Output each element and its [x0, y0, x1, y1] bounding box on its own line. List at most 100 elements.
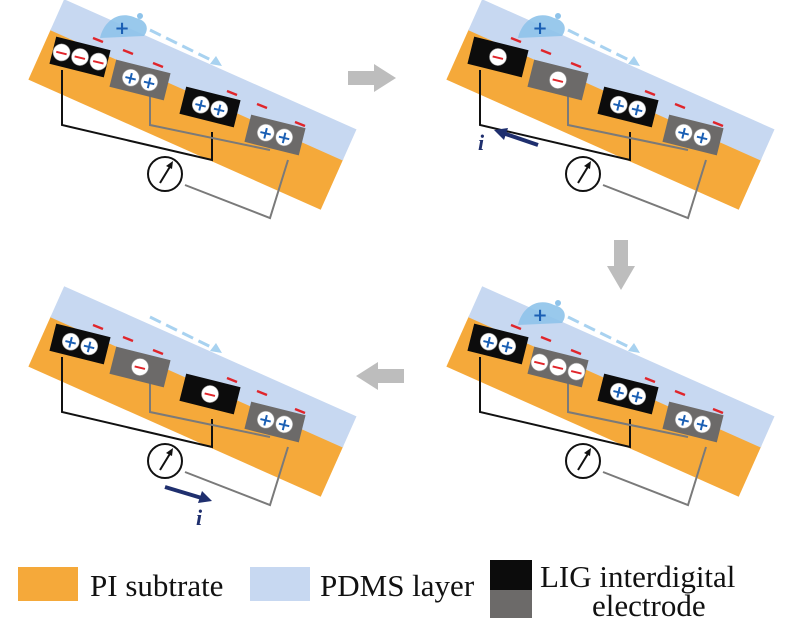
flow-arrow-head [628, 56, 640, 66]
surface-negative-charge [674, 389, 686, 397]
charge-circle [191, 95, 210, 114]
panel-bottom-right: +++−−−++++ [446, 286, 775, 507]
electrode-body [109, 59, 171, 101]
surface-negative-charge [92, 36, 104, 44]
charge-circle [61, 332, 80, 351]
electrode-body [662, 401, 724, 443]
electrode-black: ++ [597, 86, 659, 128]
charge-circle [256, 123, 275, 142]
charge-circle [549, 71, 567, 89]
current-arrow-head [198, 491, 212, 503]
charge-circle [275, 128, 294, 147]
charge-circle [275, 415, 294, 434]
positive-charge-sign: + [210, 99, 229, 122]
negative-charge-sign: − [548, 357, 567, 380]
charge-circle [489, 48, 507, 66]
electrode-black: ++ [179, 86, 241, 128]
electrode-body [49, 323, 111, 365]
surface-negative-charge [294, 407, 306, 415]
electrode-gray: ++ [662, 114, 724, 156]
electrode-body [597, 373, 659, 415]
positive-charge-sign: + [674, 409, 693, 432]
flow-arrow-icon [149, 28, 216, 64]
gray-wire-lower [184, 446, 289, 507]
flow-arrow-head [210, 56, 222, 66]
legend: PI subtrate PDMS layer LIG interdigital … [18, 559, 735, 622]
step-arrow-head [356, 362, 378, 390]
electrode-body [244, 401, 306, 443]
step-arrow-icon [614, 240, 628, 266]
droplet-splash [137, 13, 143, 19]
ammeter-needle-head [166, 448, 173, 456]
gray-wire-upper [149, 92, 271, 151]
ammeter-needle-head [584, 161, 591, 169]
substrate-strip [446, 286, 775, 497]
positive-charge-sign: + [275, 414, 294, 437]
pdms-layer [468, 0, 775, 161]
positive-charge-sign: + [674, 122, 693, 145]
droplet-charge-sign: + [532, 305, 547, 326]
legend-pi-swatch [18, 567, 78, 601]
charge-circle [52, 43, 71, 62]
flow-arrow-head [210, 343, 222, 353]
surface-negative-charge [570, 348, 582, 356]
surface-negative-charge [92, 323, 104, 331]
charge-circle [693, 128, 712, 147]
current-arrow-icon [164, 485, 206, 501]
substrate-strip [28, 286, 357, 497]
charge-circle [80, 337, 99, 356]
charge-circle [567, 362, 586, 381]
gray-wire-lower [602, 159, 707, 220]
surface-negative-charge [226, 376, 238, 384]
positive-charge-sign: + [256, 122, 275, 145]
surface-negative-charge [712, 407, 724, 415]
current-label: i [478, 130, 485, 155]
surface-negative-charge [122, 335, 134, 343]
gray-wire-lower [602, 446, 707, 507]
charge-circle [89, 52, 108, 71]
step-arrow-head [374, 64, 396, 92]
negative-charge-sign: − [89, 51, 108, 74]
legend-pdms-swatch [250, 567, 310, 601]
surface-negative-charge [256, 389, 268, 397]
charge-circle [498, 337, 517, 356]
droplet-charge-sign: + [114, 18, 129, 39]
surface-negative-charge [712, 120, 724, 128]
negative-charge-sign: − [130, 357, 149, 380]
electrode-black: −−− [49, 36, 111, 78]
surface-negative-charge [510, 323, 522, 331]
surface-negative-charge [256, 102, 268, 110]
electrode-black: − [179, 373, 241, 415]
charge-circle [131, 358, 149, 376]
droplet-icon [100, 15, 147, 38]
negative-charge-sign: − [70, 47, 89, 70]
positive-charge-sign: + [628, 386, 647, 409]
gray-wire-upper [567, 379, 689, 438]
substrate-strip [28, 0, 357, 210]
negative-charge-sign: − [52, 42, 71, 65]
electrode-gray: ++ [244, 401, 306, 443]
charge-circle [256, 410, 275, 429]
positive-charge-sign: + [256, 409, 275, 432]
droplet-charge-sign: + [532, 18, 547, 39]
flow-arrow-icon [567, 28, 634, 64]
positive-charge-sign: + [140, 72, 159, 95]
positive-charge-sign: + [609, 381, 628, 404]
gray-wire-upper [567, 92, 689, 151]
black-wire [61, 357, 213, 449]
positive-charge-sign: + [191, 94, 210, 117]
negative-charge-sign: − [488, 47, 507, 70]
surface-negative-charge [152, 348, 164, 356]
step-arrows-layer [348, 64, 635, 390]
charge-circle [479, 332, 498, 351]
current-arrow-icon [499, 130, 539, 147]
positive-charge-sign: + [609, 94, 628, 117]
electrode-gray: ++ [662, 401, 724, 443]
pdms-layer [468, 286, 775, 448]
step-arrow-icon [348, 71, 374, 85]
charge-circle [674, 123, 693, 142]
step-arrow-icon [378, 369, 404, 383]
current-label: i [196, 505, 203, 530]
charge-circle [674, 410, 693, 429]
